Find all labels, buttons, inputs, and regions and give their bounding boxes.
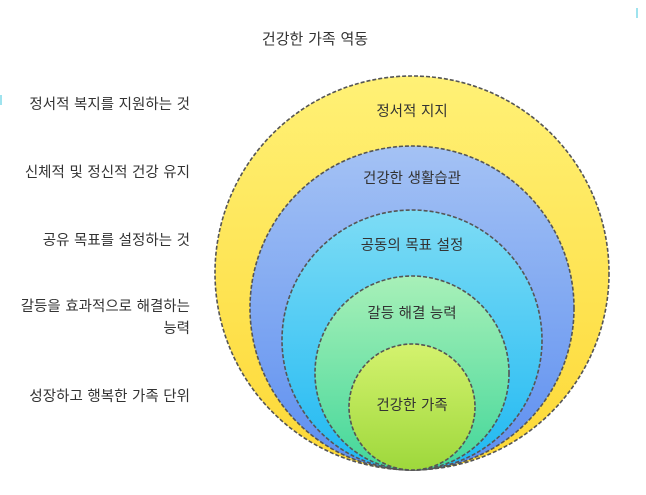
description-emotional-support: 정서적 복지를 지원하는 것: [29, 97, 190, 113]
corner-accent-top: [636, 8, 638, 18]
circle-healthy-family: [348, 343, 476, 471]
description-shared-goals: 공유 목표를 설정하는 것: [42, 233, 190, 249]
circle-label-emotional-support: 정서적 지지: [376, 103, 447, 120]
corner-accent-left: [0, 95, 2, 105]
circle-label-healthy-family: 건강한 가족: [376, 397, 447, 414]
circle-label-conflict-resolution: 갈등 해결 능력: [367, 305, 456, 322]
description-health-maintenance: 신체적 및 정신적 건강 유지: [24, 165, 190, 181]
diagram-title: 건강한 가족 역동: [261, 30, 369, 48]
description-conflict-resolution: 갈등을 효과적으로 해결하는 능력: [20, 299, 190, 337]
circle-label-healthy-lifestyle: 건강한 생활습관: [363, 170, 461, 187]
circle-label-shared-goals: 공동의 목표 설정: [361, 237, 464, 254]
description-growing-family: 성장하고 행복한 가족 단위: [29, 389, 190, 405]
